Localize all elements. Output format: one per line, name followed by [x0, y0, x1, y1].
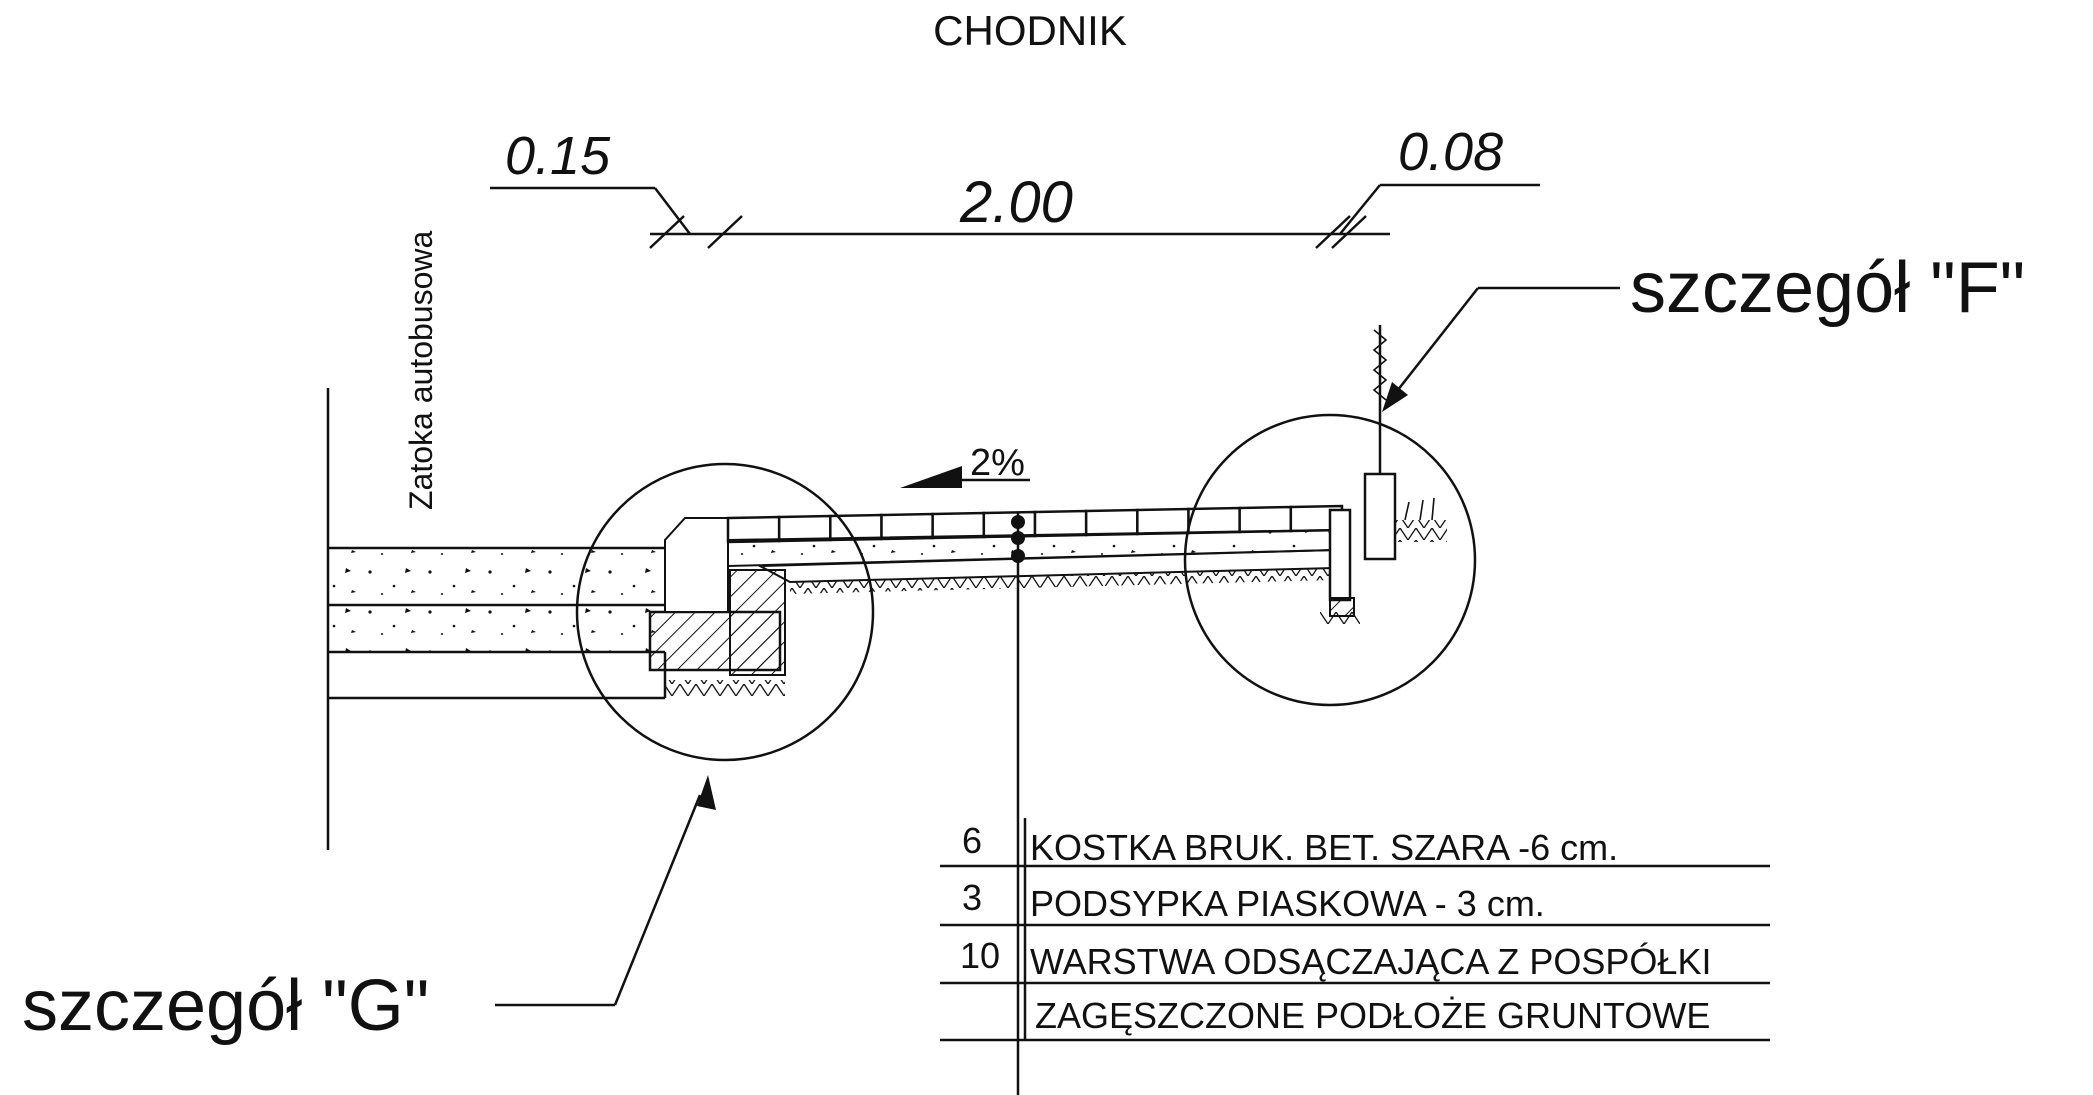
- dimension-right: 0.08: [1398, 122, 1503, 182]
- paving-stones: [726, 504, 1344, 544]
- detail-f-leader: [1382, 286, 1620, 412]
- layers-table: 6 KOSTKA BRUK. BET. SZARA -6 cm. 3 PODSY…: [940, 818, 1770, 1042]
- paving-stone: [777, 514, 832, 543]
- layer-3-description: WARSTWA ODSĄCZAJĄCA Z POSPÓŁKI: [1030, 941, 1711, 982]
- dimension-middle: 2.00: [959, 170, 1073, 235]
- slope-value: 2%: [970, 442, 1025, 484]
- paving-stone: [1238, 505, 1293, 534]
- paving-stone: [931, 511, 986, 540]
- layer-pointer: [1011, 512, 1025, 1095]
- paving-stone: [982, 510, 1037, 539]
- layer-1-thickness: 6: [962, 820, 982, 861]
- bus-bay-label: Zatoka autobusowa: [403, 231, 439, 511]
- layer-2-thickness: 3: [962, 877, 982, 918]
- detail-f-label: szczegół "F": [1630, 248, 2025, 328]
- paving-stone: [1033, 509, 1088, 538]
- layer-3-thickness: 10: [960, 935, 1000, 976]
- layer-1-description: KOSTKA BRUK. BET. SZARA -6 cm.: [1030, 827, 1618, 868]
- paving-stone: [1187, 506, 1241, 535]
- layer-4-description: ZAGĘSZCZONE PODŁOŻE GRUNTOWE: [1035, 995, 1710, 1036]
- sand-and-subbase: [727, 528, 1336, 594]
- dimension-line: [490, 183, 1540, 249]
- layer-2-description: PODSYPKA PIASKOWA - 3 cm.: [1030, 883, 1545, 924]
- curb-g: [648, 517, 786, 696]
- detail-circle-f: [1183, 413, 1477, 707]
- bus-bay-structure: [326, 388, 667, 850]
- detail-circle-g: [575, 462, 875, 762]
- paving-stone: [1136, 507, 1190, 536]
- curb-f: [1320, 325, 1447, 624]
- paving-stone: [829, 513, 883, 542]
- paving-stone: [880, 512, 934, 541]
- paving-stone: [1084, 508, 1139, 537]
- detail-g-label: szczegół "G": [22, 966, 429, 1046]
- slope-arrow: [900, 466, 1030, 488]
- dimension-left: 0.15: [505, 126, 611, 186]
- drawing-title: CHODNIK: [933, 7, 1127, 54]
- paving-stone: [726, 515, 781, 544]
- detail-g-leader: [495, 775, 716, 1007]
